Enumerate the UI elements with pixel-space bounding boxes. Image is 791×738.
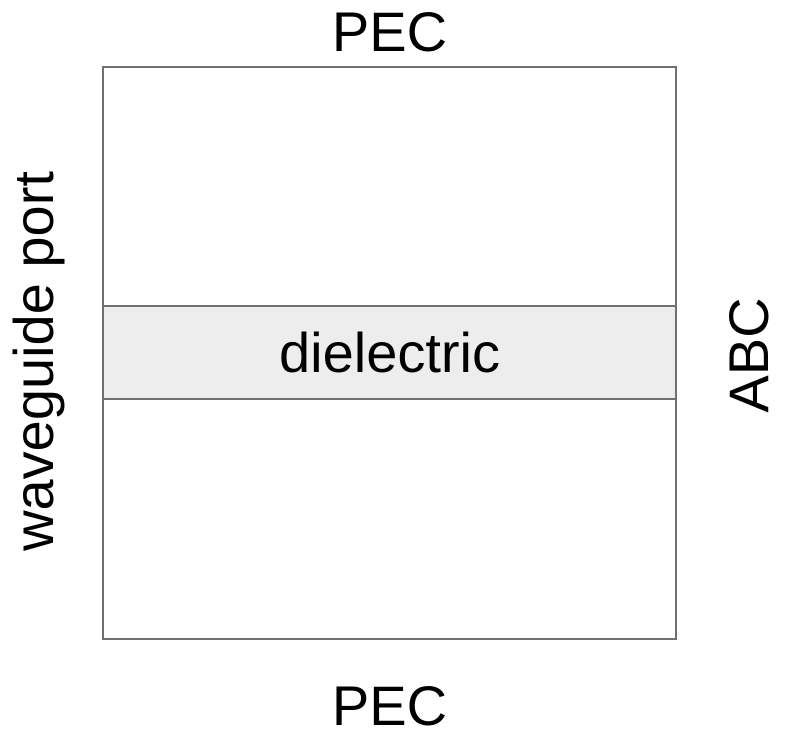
pec-label-bottom: PEC [331,674,448,737]
simulation-domain-box: dielectric [102,66,677,640]
dielectric-label: dielectric [279,320,500,384]
waveguide-port-label: waveguide port [2,171,65,551]
dielectric-region: dielectric [104,305,675,400]
pec-label-top: PEC [331,0,448,63]
abc-label: ABC [717,297,780,413]
